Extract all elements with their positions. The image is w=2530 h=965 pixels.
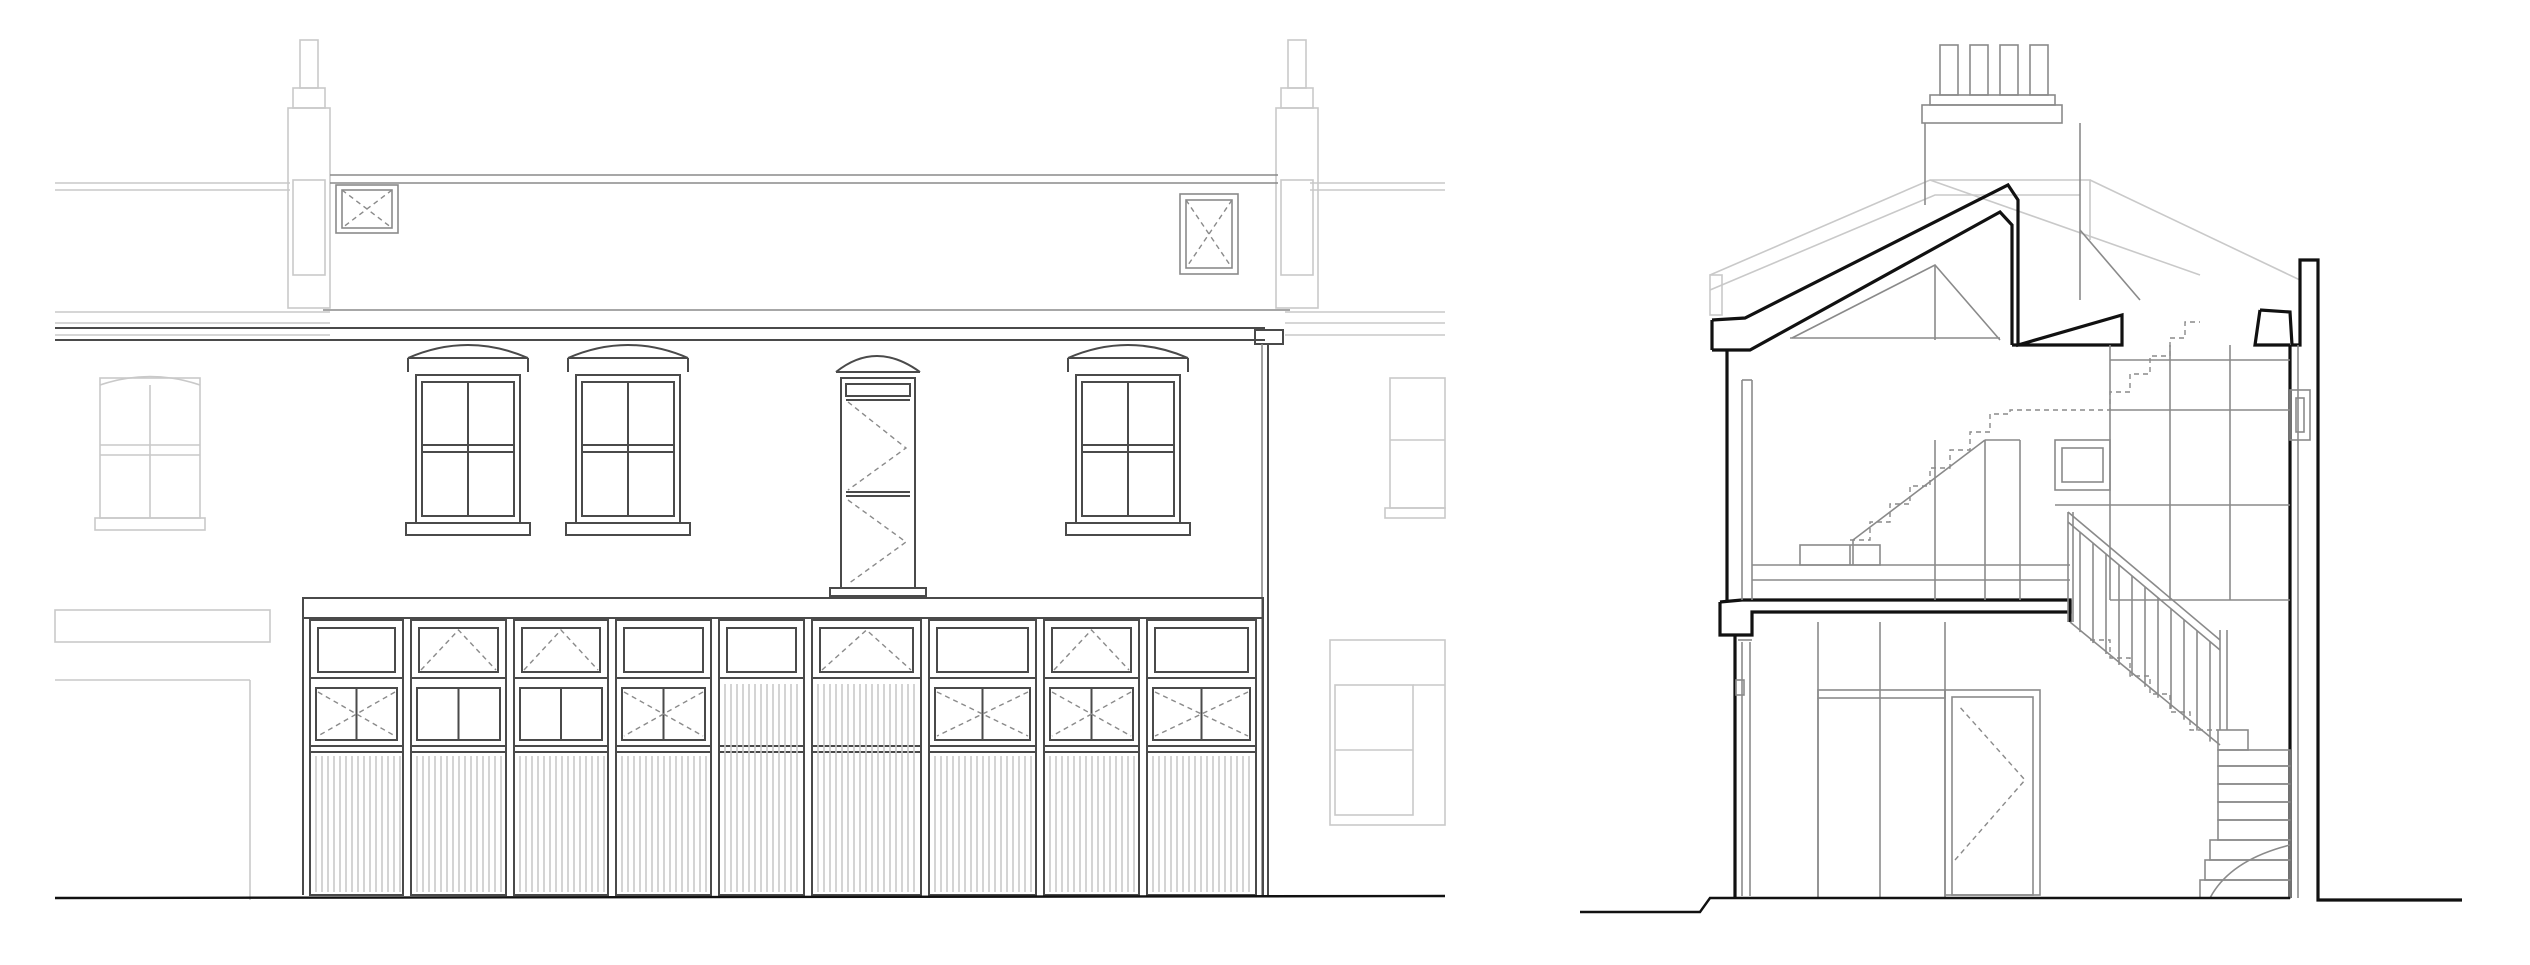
front-elevation <box>54 39 1446 900</box>
parapet <box>323 174 1290 311</box>
garage-door-leaf <box>811 619 922 896</box>
ground-line-front <box>54 894 1446 900</box>
garage-door-leaf <box>1043 619 1140 896</box>
neighbour-roof <box>1709 179 2301 316</box>
chimney-right <box>1275 39 1319 309</box>
hidden-stairs <box>1850 321 2218 861</box>
ground-line-section <box>1580 896 1735 914</box>
neighbour-buildings <box>54 182 1446 900</box>
section-cut <box>1710 182 2462 902</box>
garage-door-leaf <box>718 619 805 896</box>
chimney-left <box>287 39 331 309</box>
sash-window <box>1065 344 1191 536</box>
facade <box>55 327 1284 895</box>
tall-door <box>829 355 927 597</box>
sash-window <box>565 344 691 536</box>
garage-doors <box>309 619 1257 896</box>
vent-right <box>1179 193 1239 275</box>
sash-window <box>405 344 531 536</box>
garage-door-leaf <box>410 619 507 896</box>
section-interior <box>1735 264 2311 899</box>
garage-door-leaf <box>928 619 1037 896</box>
side-section <box>1580 44 2462 914</box>
vent-left <box>335 184 399 234</box>
stair-balusters <box>2079 532 2211 742</box>
garage-door-leaf <box>309 619 404 896</box>
garage-door-leaf <box>1146 619 1257 896</box>
garage-door-leaf <box>513 619 609 896</box>
upper-windows <box>405 344 1191 536</box>
garage-door-leaf <box>615 619 712 896</box>
section-chimney <box>1921 44 2141 301</box>
garage-front <box>302 597 1264 895</box>
